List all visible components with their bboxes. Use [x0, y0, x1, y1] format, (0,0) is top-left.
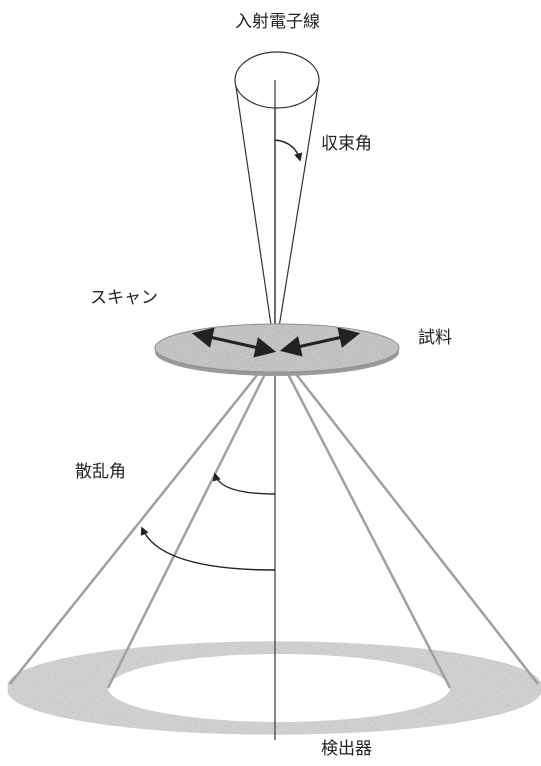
incident-beam-label: 入射電子線	[235, 12, 320, 32]
detector-label: 検出器	[321, 739, 372, 759]
sample-label: 試料	[418, 328, 452, 348]
scan-label: スキャン	[90, 288, 158, 308]
detector-ring	[7, 641, 541, 735]
convergence-angle-label: 収束角	[321, 134, 372, 154]
convergence-angle-arc	[274, 139, 303, 162]
scattering-angle-arc-outer	[140, 526, 276, 571]
sample-disc	[154, 323, 400, 376]
incident-cone	[234, 51, 320, 353]
scan-arrows	[191, 327, 361, 358]
scattering-angle-arc-inner	[212, 472, 276, 495]
scattering-angle-label: 散乱角	[75, 462, 126, 482]
scattered-cone	[9, 373, 539, 689]
